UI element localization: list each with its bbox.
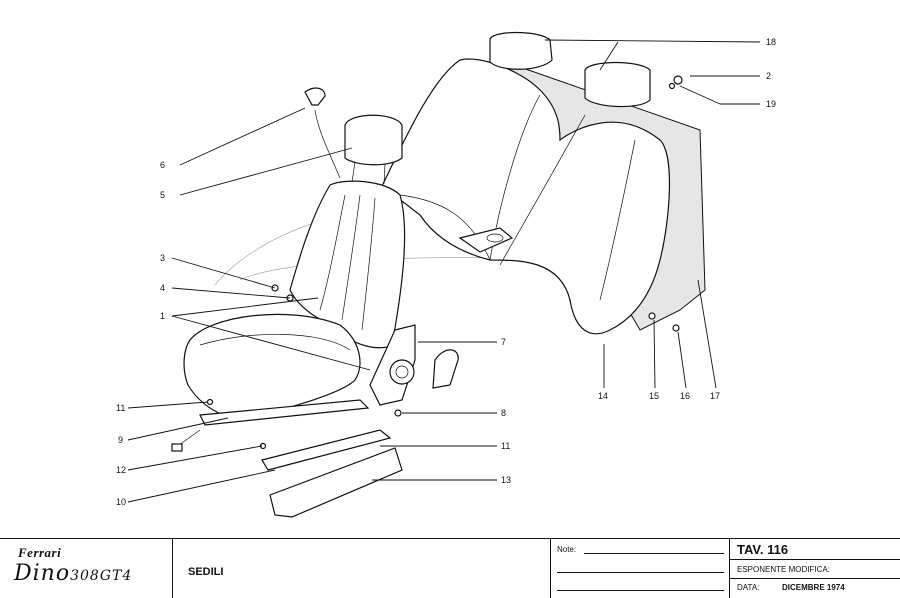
divider [729, 578, 900, 579]
callout-9: 9 [118, 435, 123, 445]
note-line [584, 553, 724, 554]
front-seat-cushion [183, 313, 361, 420]
rear-bench-seat [379, 58, 706, 335]
divider [729, 539, 730, 598]
fasteners [206, 75, 683, 450]
divider [729, 559, 900, 560]
notes-label: Note: [557, 545, 577, 554]
note-line [557, 572, 724, 573]
leader-lines [127, 39, 761, 503]
callout-13: 13 [501, 475, 511, 485]
front-headrest [344, 114, 403, 185]
callout-16: 16 [680, 391, 690, 401]
callout-7: 7 [501, 337, 506, 347]
seat-rails [171, 399, 403, 518]
callout-3: 3 [160, 253, 165, 263]
callout-1: 1 [160, 311, 165, 321]
callout-14: 14 [598, 391, 608, 401]
callout-10: 10 [116, 497, 126, 507]
rear-headrest-right [584, 61, 651, 108]
modification-label: ESPONENTE MODIFICA: [737, 565, 830, 574]
callout-8: 8 [501, 408, 506, 418]
callout-11-right: 11 [501, 441, 510, 451]
callout-5: 5 [160, 190, 165, 200]
divider [550, 539, 551, 598]
callout-2: 2 [766, 71, 771, 81]
date-value: DICEMBRE 1974 [782, 583, 845, 592]
callout-11-left: 11 [116, 403, 125, 413]
title-block: Ferrari Dino308GT4 SEDILI Note: TAV. 116… [0, 538, 900, 598]
callout-18: 18 [766, 37, 776, 47]
seat-exploded-diagram: 18 2 19 6 5 3 4 1 7 8 11 9 12 10 11 13 1… [116, 31, 776, 518]
section-title: SEDILI [188, 566, 224, 578]
ferrari-logo: Ferrari [18, 545, 62, 560]
note-line [557, 590, 724, 591]
callout-19: 19 [766, 99, 776, 109]
callout-6: 6 [160, 160, 165, 170]
callout-numbers: 18 2 19 6 5 3 4 1 7 8 11 9 12 10 11 13 1… [116, 37, 776, 507]
callout-15: 15 [649, 391, 659, 401]
callout-12: 12 [116, 465, 126, 475]
divider [172, 539, 173, 598]
rear-headrest-left [489, 31, 553, 70]
callout-4: 4 [160, 283, 165, 293]
table-number: TAV. 116 [737, 542, 789, 557]
dino-wordmark: Dino [14, 561, 71, 586]
dino-logo: Dino308GT4 [14, 561, 132, 586]
date-label: DATA: [737, 583, 760, 592]
callout-17: 17 [710, 391, 720, 401]
front-seat-backrest [289, 180, 406, 349]
brand-cell: Ferrari Dino308GT4 [0, 539, 172, 598]
recliner-mechanism [369, 324, 459, 406]
model-code: 308GT4 [70, 568, 133, 584]
